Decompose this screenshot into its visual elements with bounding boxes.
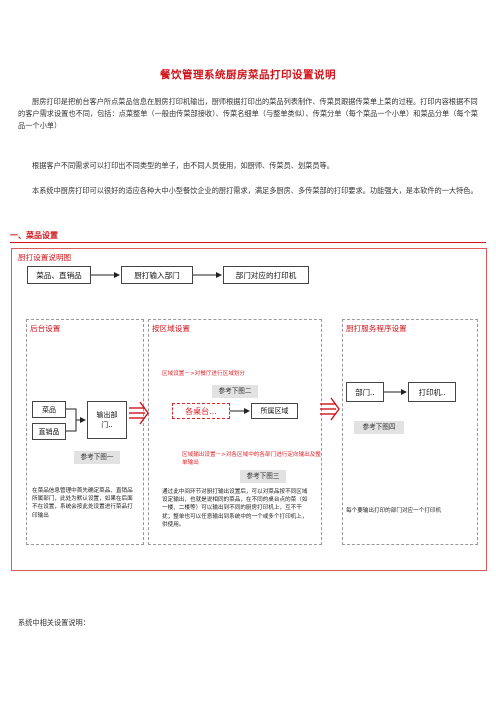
- area-setup-note: 区域设置－>对餐厅进行区域划分: [162, 371, 245, 377]
- panel-service-title: 厨打服务程序设置: [346, 324, 407, 333]
- area-box: 所属区域: [251, 403, 298, 419]
- section-heading: 一、菜品设置: [10, 230, 58, 240]
- section-divider: [10, 242, 486, 244]
- printer-box: 打印机..: [408, 382, 456, 402]
- diagram-title: 厨打设置说明图: [18, 253, 72, 262]
- setup-diagram: 厨打设置说明图 菜品、直销品 厨打输入部门 部门对应的打印机 后台设置 菜品 直…: [11, 248, 487, 571]
- ref-figure-2: 参考下图二: [212, 385, 258, 398]
- red-arrow-left: [129, 401, 149, 425]
- tables-box: 各桌台...: [172, 403, 230, 419]
- items-to-dept-bracket: [66, 408, 85, 432]
- panel-backend-note: 在菜品信息管理中首先确定菜品、直销品所属部门，此处为默认设置，如果在后面不在设置…: [32, 488, 133, 519]
- item-direct-sale: 直销品: [32, 423, 66, 440]
- diagram-connectors: [66, 272, 407, 432]
- panel-area-note: 通过此中间环节对厨打输出设置后，可以对菜品按不同区域设定输出，也就是说相同的菜品…: [162, 489, 308, 528]
- panel-service: [342, 319, 478, 545]
- intro-paragraph-3: 本系统中厨房打印可以很好的适应各种大中小型餐饮企业的厨打需求，满足多厨房、多传菜…: [32, 186, 478, 195]
- dept-box: 部门..: [346, 382, 384, 402]
- panel-backend-title: 后台设置: [30, 324, 61, 333]
- flow-box-print-dept: 厨打输入部门: [121, 266, 193, 284]
- intro-paragraph-2: 根据客户不同需求可以打印出不同类型的单子，由不同人员使用，如厨师、传菜员、划菜员…: [32, 161, 334, 170]
- flow-box-dishes: 菜品、直销品: [27, 266, 91, 284]
- item-dishes: 菜品: [32, 401, 66, 418]
- red-arrow-right: [320, 397, 340, 421]
- panel-area: [148, 319, 322, 545]
- ref-figure-1: 参考下图一: [74, 451, 120, 464]
- footer-text: 系统中相关设置说明：: [18, 618, 90, 627]
- panel-area-title: 按区域设置: [152, 324, 190, 333]
- flow-box-dept-printer: 部门对应的打印机: [223, 266, 309, 284]
- document-title: 餐饮管理系统厨房菜品打印设置说明: [160, 69, 336, 81]
- intro-paragraph-1: 厨房打印是把前台客户所点菜品信息在厨房打印机输出，厨师根据打印出的菜品列表制作、…: [18, 97, 478, 131]
- panel-service-note: 每个要输出打印的部门对应一个打印机: [346, 508, 442, 514]
- panel-backend: [26, 319, 144, 545]
- area-output-note: 区域输出设置－>对各区域中的各部门进行定向输出及整单输出: [182, 452, 321, 466]
- ref-figure-4: 参考下图四: [354, 421, 404, 434]
- ref-figure-3: 参考下图三: [240, 470, 286, 483]
